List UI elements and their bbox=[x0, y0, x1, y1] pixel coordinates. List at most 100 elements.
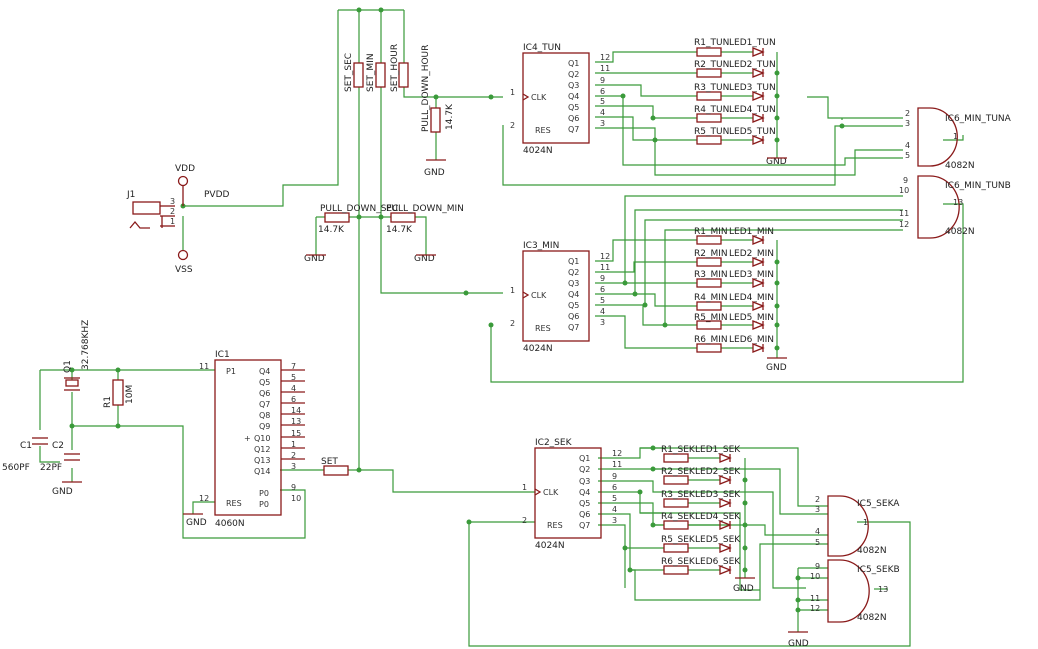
set-sec-label: SET_SEC bbox=[344, 53, 354, 92]
gate-pin-numbers: 2 3 4 5 1 9 10 11 12 13 2 3 4 5 1 9 10 1… bbox=[810, 109, 963, 613]
svg-text:4: 4 bbox=[815, 527, 820, 536]
svg-text:6: 6 bbox=[600, 87, 605, 96]
ic3-res: RES bbox=[535, 324, 551, 333]
ic2-res-n: 2 bbox=[522, 516, 527, 525]
set-buttons: SET_SEC SET_MIN SET_HOUR PULL_DOWN_HOUR … bbox=[304, 44, 464, 476]
svg-text:1: 1 bbox=[953, 132, 958, 141]
vdd-label: VDD bbox=[175, 164, 195, 174]
svg-text:Q4: Q4 bbox=[259, 367, 270, 376]
svg-text:6: 6 bbox=[600, 285, 605, 294]
ic6a-value: 4082N bbox=[945, 161, 975, 171]
ic1-p1-n: 11 bbox=[199, 362, 209, 371]
svg-text:R4_SEK: R4_SEK bbox=[661, 512, 696, 522]
r1-label: R1 bbox=[103, 396, 113, 408]
svg-text:GND: GND bbox=[733, 584, 754, 594]
svg-text:R2_TUN: R2_TUN bbox=[694, 60, 729, 70]
svg-text:4: 4 bbox=[600, 108, 605, 117]
ic1-res: RES bbox=[226, 499, 242, 508]
pd-hour-value: 14.7K bbox=[445, 103, 455, 130]
svg-text:Q1: Q1 bbox=[568, 59, 579, 68]
svg-text:Q5: Q5 bbox=[568, 103, 579, 112]
svg-text:LED6_MIN: LED6_MIN bbox=[729, 335, 774, 345]
svg-text:9: 9 bbox=[291, 483, 296, 492]
svg-text:Q4: Q4 bbox=[568, 290, 579, 299]
ic4-clk: CLK bbox=[531, 93, 547, 102]
ic3-clk-n: 1 bbox=[510, 286, 515, 295]
set-sec-symbol bbox=[353, 62, 364, 88]
svg-text:LED1_SEK: LED1_SEK bbox=[695, 445, 741, 455]
svg-text:LED4_TUN: LED4_TUN bbox=[729, 105, 776, 115]
svg-text:LED5_SEK: LED5_SEK bbox=[695, 535, 741, 545]
pd-min-value: 14.7K bbox=[386, 225, 413, 235]
svg-text:Q2: Q2 bbox=[568, 268, 579, 277]
svg-text:2: 2 bbox=[905, 109, 910, 118]
svg-text:7: 7 bbox=[291, 362, 296, 371]
svg-text:6: 6 bbox=[291, 395, 296, 404]
svg-text:12: 12 bbox=[810, 604, 820, 613]
ic4-value: 4024N bbox=[523, 146, 553, 156]
set-hour-symbol bbox=[398, 62, 409, 88]
j1-pin-1: 1 bbox=[170, 217, 175, 226]
svg-text:9: 9 bbox=[612, 472, 617, 481]
ic6b-gate bbox=[917, 175, 960, 239]
svg-text:LED2_SEK: LED2_SEK bbox=[695, 467, 741, 477]
ic2-res: RES bbox=[547, 521, 563, 530]
svg-text:11: 11 bbox=[600, 64, 610, 73]
svg-text:Q5: Q5 bbox=[579, 499, 590, 508]
svg-text:10: 10 bbox=[810, 572, 820, 581]
ic1-res-n: 12 bbox=[199, 494, 209, 503]
svg-text:Q7: Q7 bbox=[568, 323, 579, 332]
svg-text:GND: GND bbox=[788, 639, 809, 649]
svg-text:5: 5 bbox=[612, 494, 617, 503]
svg-text:Q3: Q3 bbox=[568, 279, 579, 288]
svg-text:3: 3 bbox=[905, 119, 910, 128]
svg-text:Q6: Q6 bbox=[568, 114, 579, 123]
ic5a-name: IC5_SEKA bbox=[857, 499, 900, 509]
svg-text:Q10: Q10 bbox=[254, 434, 270, 443]
ic4-res: RES bbox=[535, 126, 551, 135]
xtal-value: 32.768KHZ bbox=[81, 320, 91, 370]
svg-text:13: 13 bbox=[953, 198, 963, 207]
vss-symbol bbox=[177, 249, 189, 261]
svg-text:1: 1 bbox=[291, 440, 296, 449]
pd-sec-value: 14.7K bbox=[318, 225, 345, 235]
svg-text:Q4: Q4 bbox=[579, 488, 590, 497]
svg-text:LED2_TUN: LED2_TUN bbox=[729, 60, 776, 70]
svg-text:11: 11 bbox=[612, 460, 622, 469]
svg-text:R2_SEK: R2_SEK bbox=[661, 467, 696, 477]
svg-text:LED5_MIN: LED5_MIN bbox=[729, 313, 774, 323]
svg-text:P0: P0 bbox=[259, 489, 269, 498]
ic2-clk: CLK bbox=[543, 488, 559, 497]
svg-text:5: 5 bbox=[600, 296, 605, 305]
svg-text:10: 10 bbox=[291, 494, 301, 503]
svg-text:LED3_TUN: LED3_TUN bbox=[729, 83, 776, 93]
svg-text:Q2: Q2 bbox=[568, 70, 579, 79]
svg-text:5: 5 bbox=[815, 538, 820, 547]
svg-text:3: 3 bbox=[291, 462, 296, 471]
svg-text:Q12: Q12 bbox=[254, 445, 270, 454]
svg-text:6: 6 bbox=[612, 483, 617, 492]
gnd-label-osc: GND bbox=[52, 487, 73, 497]
svg-text:9: 9 bbox=[600, 274, 605, 283]
svg-text:LED2_MIN: LED2_MIN bbox=[729, 249, 774, 259]
oscillator-parts: Q1 32.768KHZ R1 10M C1 560PF C2 22PF GND… bbox=[2, 320, 207, 528]
pd-hour-label: PULL_DOWN_HOUR bbox=[421, 45, 431, 132]
ic3-name: IC3_MIN bbox=[523, 241, 559, 251]
ic6b-value: 4082N bbox=[945, 227, 975, 237]
svg-text:LED1_TUN: LED1_TUN bbox=[729, 38, 776, 48]
svg-text:12: 12 bbox=[899, 220, 909, 229]
svg-text:2: 2 bbox=[815, 495, 820, 504]
svg-text:Q6: Q6 bbox=[568, 312, 579, 321]
ic2-name: IC2_SEK bbox=[535, 438, 573, 448]
svg-text:3: 3 bbox=[600, 119, 605, 128]
svg-text:10: 10 bbox=[899, 186, 909, 195]
r1-resistor bbox=[112, 379, 124, 406]
svg-text:LED5_TUN: LED5_TUN bbox=[729, 127, 776, 137]
j1-pin-3: 3 bbox=[170, 197, 175, 206]
svg-text:LED3_MIN: LED3_MIN bbox=[729, 270, 774, 280]
ic5a-value: 4082N bbox=[857, 546, 887, 556]
